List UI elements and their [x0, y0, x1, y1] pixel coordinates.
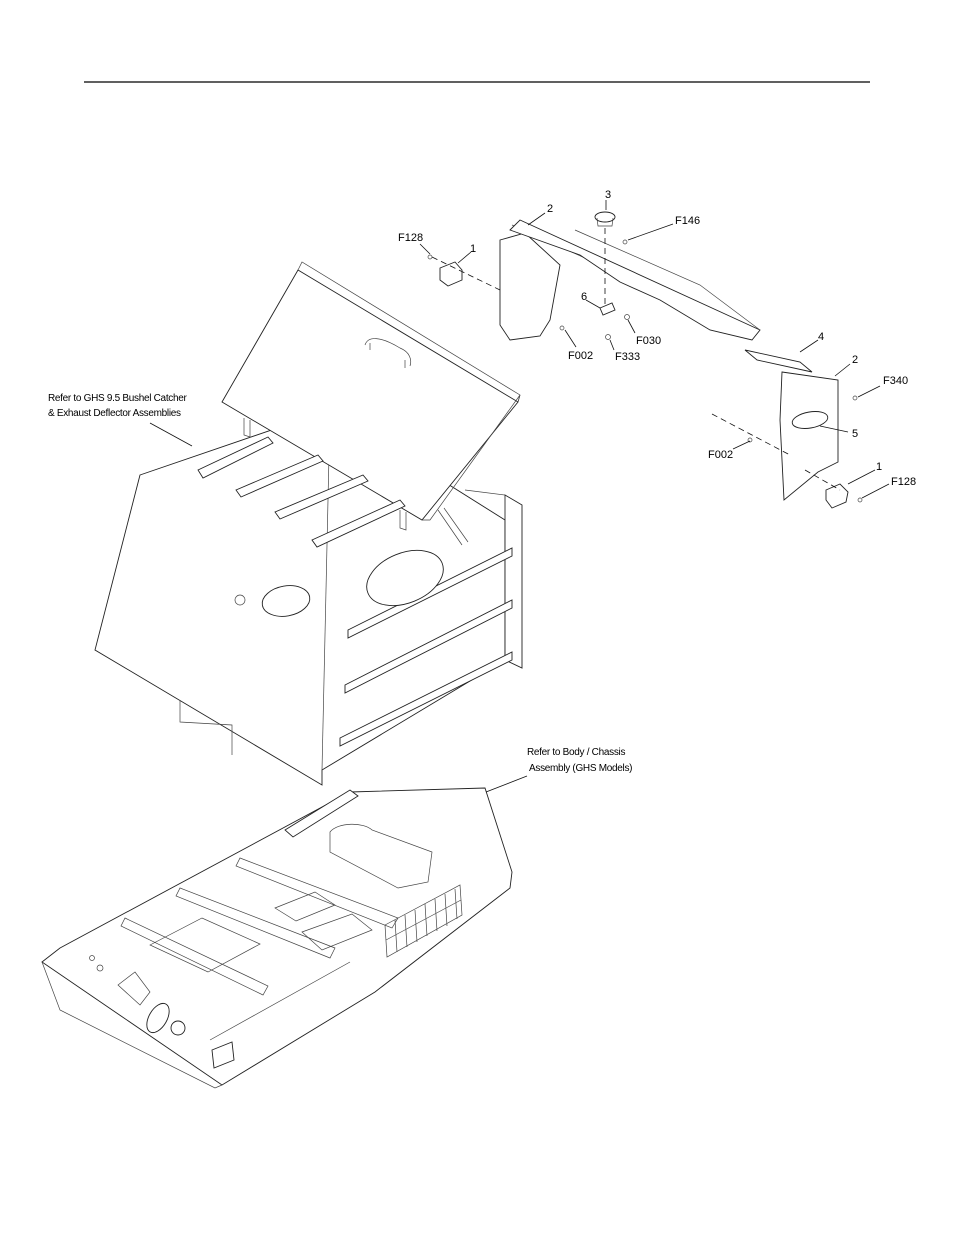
callout-f002-right: F002 — [708, 449, 733, 461]
note-bushel-catcher-line2: & Exhaust Deflector Assemblies — [48, 408, 181, 419]
callout-f146: F146 — [675, 215, 700, 227]
note-body-chassis-line1: Refer to Body / Chassis — [527, 747, 625, 758]
note-body-chassis-line2: Assembly (GHS Models) — [529, 763, 632, 774]
callout-2-right: 2 — [852, 354, 858, 366]
callout-6: 6 — [581, 291, 587, 303]
callout-f002-left: F002 — [568, 350, 593, 362]
callout-f128-right: F128 — [891, 476, 916, 488]
callout-5: 5 — [852, 428, 858, 440]
callout-f333: F333 — [615, 351, 640, 363]
callout-1-right: 1 — [876, 461, 882, 473]
callout-4: 4 — [818, 331, 824, 343]
body-chassis-assembly — [42, 788, 512, 1088]
callout-1-left: 1 — [470, 243, 476, 255]
callout-f340: F340 — [883, 375, 908, 387]
callout-f030: F030 — [636, 335, 661, 347]
bushel-catcher-assembly — [95, 262, 522, 785]
callout-3: 3 — [605, 189, 611, 201]
callout-2-top: 2 — [547, 203, 553, 215]
callout-f128-left: F128 — [398, 232, 423, 244]
note-bushel-catcher-line1: Refer to GHS 9.5 Bushel Catcher — [48, 393, 188, 404]
